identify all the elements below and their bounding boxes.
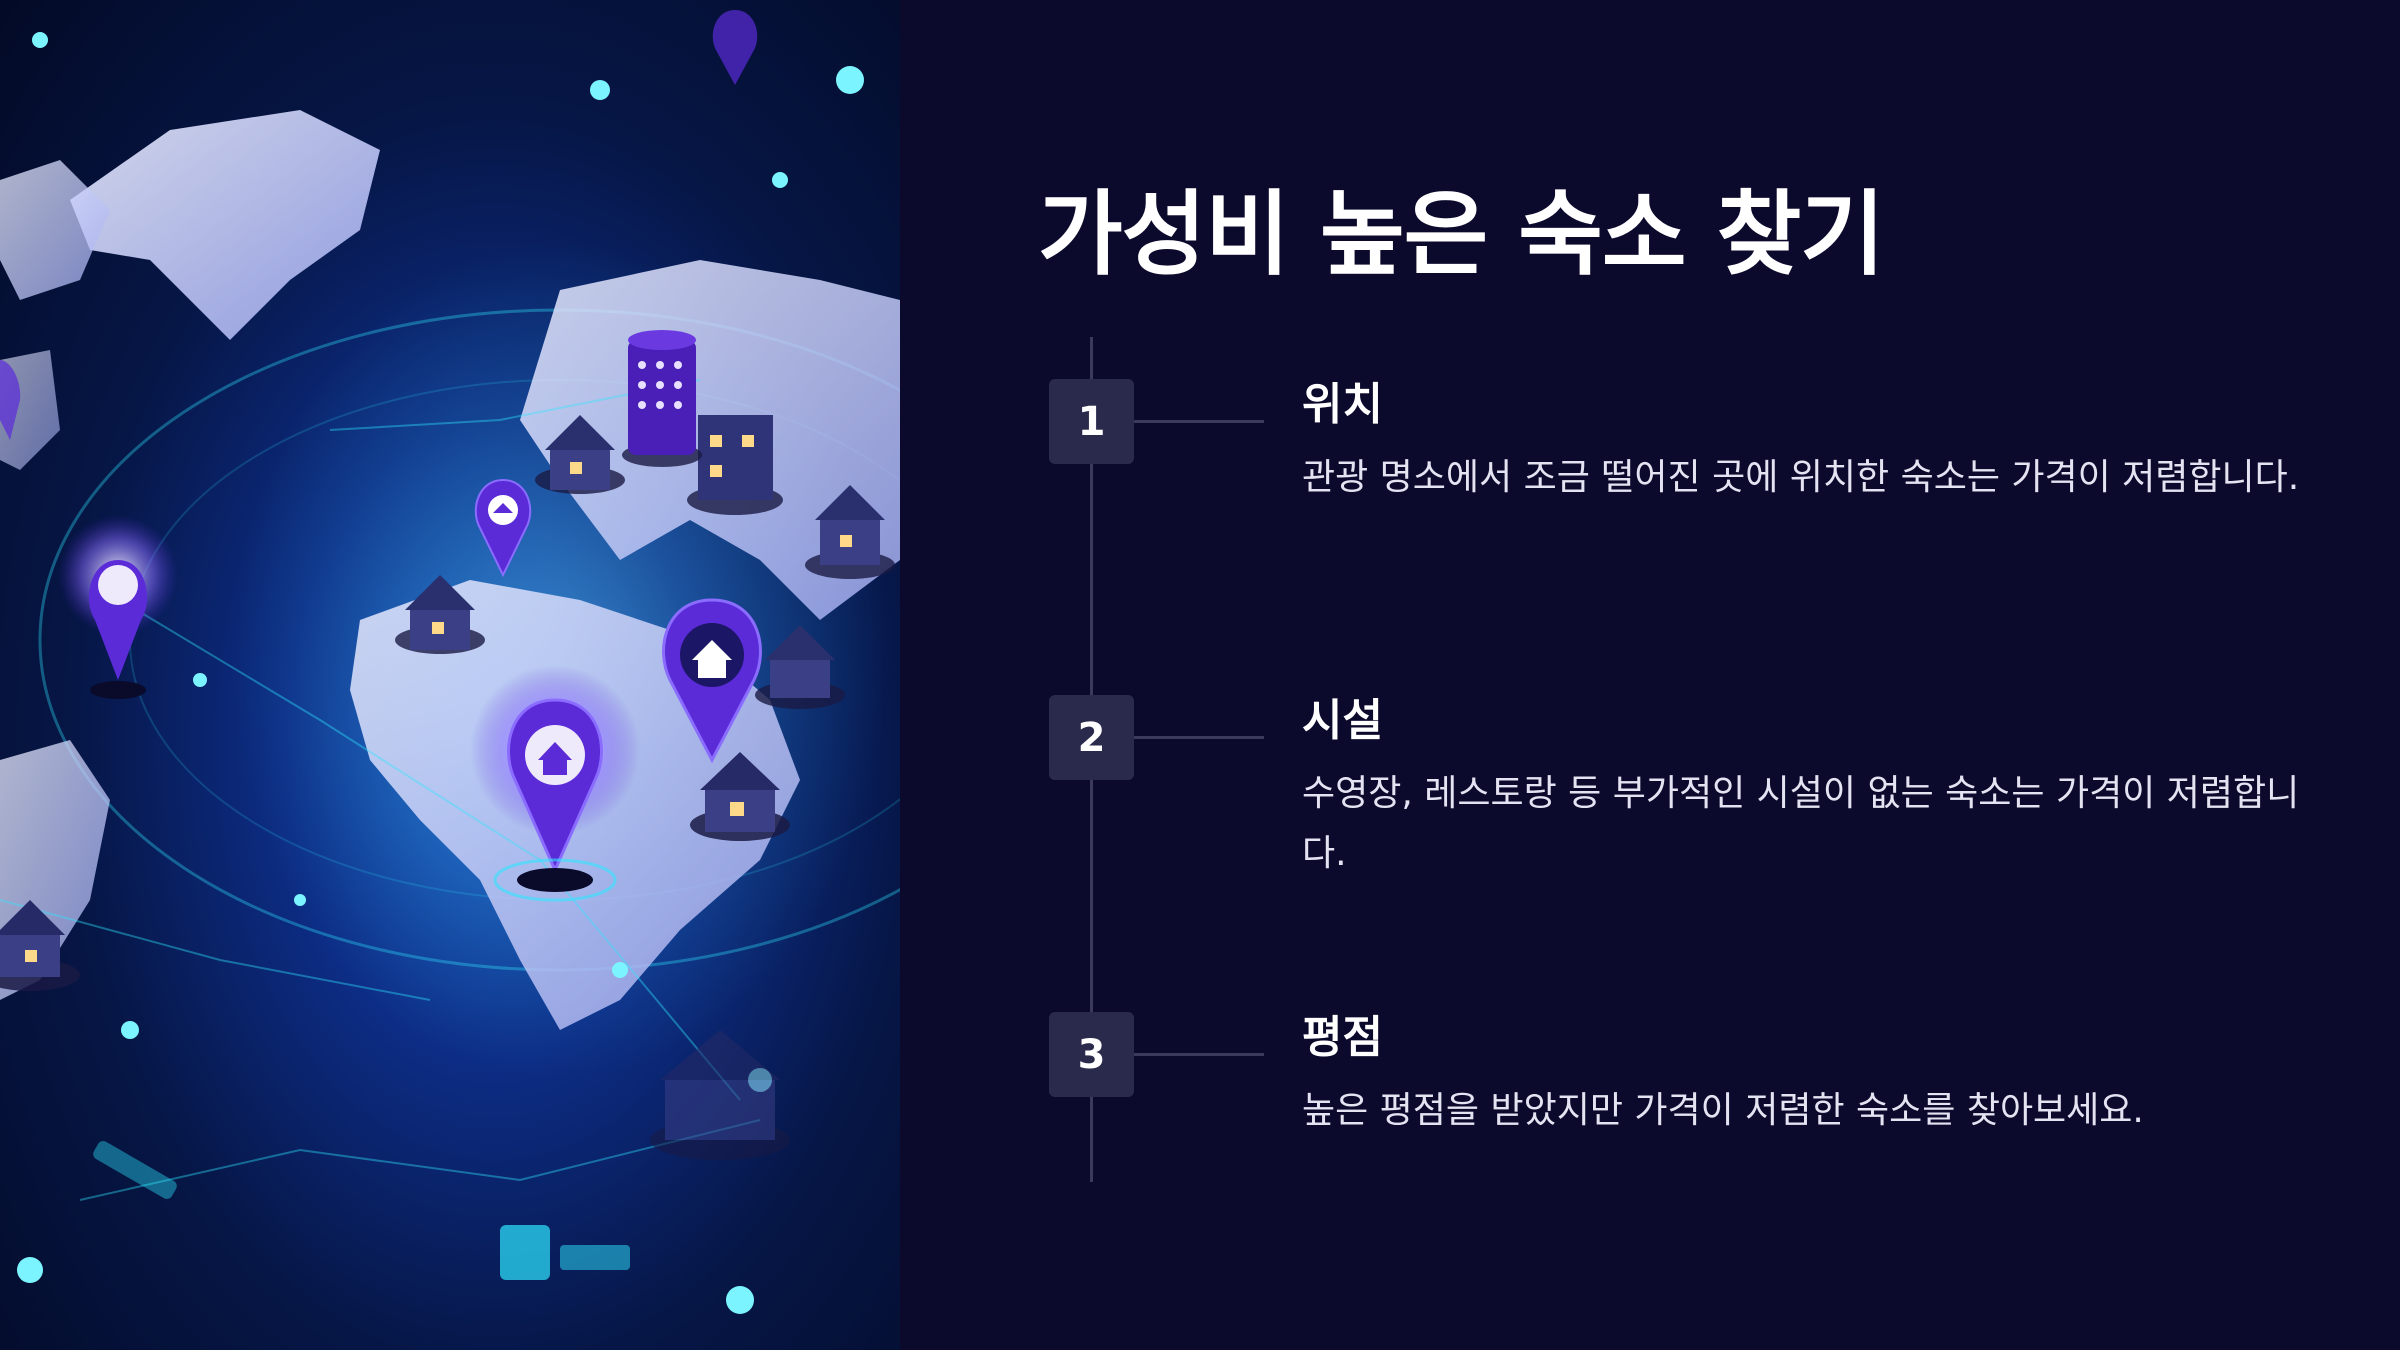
step-connector bbox=[1134, 736, 1264, 739]
step-connector bbox=[1134, 420, 1264, 423]
house-icon bbox=[535, 415, 625, 494]
step-title: 시설 bbox=[1302, 695, 1383, 746]
step-connector bbox=[1134, 1053, 1264, 1056]
hero-map-illustration bbox=[0, 0, 900, 1350]
page-title: 가성비 높은 숙소 찾기 bbox=[1038, 181, 1885, 288]
step-description: 관광 명소에서 조금 떨어진 곳에 위치한 숙소는 가격이 저렴합니다. bbox=[1302, 457, 2300, 498]
world-map-illustration bbox=[0, 10, 900, 1314]
step-description: 수영장, 레스토랑 등 부가적인 시설이 없는 숙소는 가격이 저렴합니다. bbox=[1302, 773, 2300, 874]
step-description: 높은 평점을 받았지만 가격이 저렴한 숙소를 찾아보세요. bbox=[1302, 1090, 2144, 1131]
step-number-badge: 1 bbox=[1049, 379, 1134, 464]
location-pin-icon bbox=[662, 598, 762, 764]
step-title: 평점 bbox=[1302, 1012, 1383, 1063]
step-title: 위치 bbox=[1302, 379, 1383, 430]
step-number-badge: 3 bbox=[1049, 1012, 1134, 1097]
step-number-badge: 2 bbox=[1049, 695, 1134, 780]
content-panel: 가성비 높은 숙소 찾기 1 위치 관광 명소에서 조금 떨어진 곳에 위치한 … bbox=[900, 0, 2400, 1350]
